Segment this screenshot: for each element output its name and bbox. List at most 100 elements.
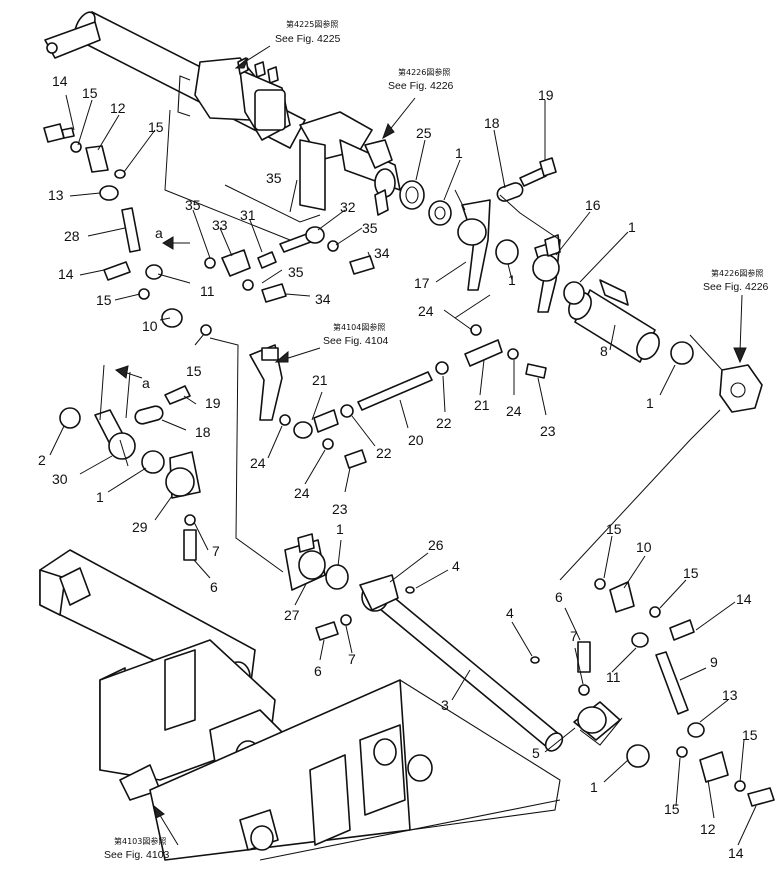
- callout-27: 27: [284, 607, 300, 623]
- callout-19: 19: [205, 395, 221, 411]
- callout-6: 6: [314, 663, 322, 679]
- lever-16: [532, 234, 561, 313]
- washer-24-upper: [470, 324, 482, 336]
- callout-7: 7: [570, 628, 578, 644]
- callout-18: 18: [195, 424, 211, 440]
- callout-7: 7: [212, 543, 220, 559]
- callout-2: 2: [38, 452, 46, 468]
- callout-15: 15: [664, 801, 680, 817]
- plate-18-upper: [496, 182, 524, 202]
- upper-shaft: [44, 11, 306, 149]
- callout-4: 4: [452, 558, 460, 574]
- ref-4103-jp: 第4103図参照: [114, 836, 166, 846]
- callout-34: 34: [374, 245, 390, 261]
- washer-15-b: [200, 324, 212, 336]
- callout-21: 21: [474, 397, 490, 413]
- bolt-6-left: [183, 529, 197, 561]
- callout-15: 15: [96, 292, 112, 308]
- callout-11: 11: [200, 283, 215, 299]
- key-4-right: [530, 656, 540, 664]
- callout-1: 1: [628, 219, 636, 235]
- right-bracket: [719, 364, 763, 413]
- bolt-6-mid: [315, 621, 339, 641]
- callout-35: 35: [362, 220, 378, 236]
- callout-5: 5: [532, 745, 540, 761]
- callout-a: a: [142, 375, 150, 391]
- callout-14: 14: [58, 266, 74, 282]
- callout-15: 15: [148, 119, 164, 135]
- callout-30: 30: [52, 471, 68, 487]
- washer-7-left: [184, 514, 196, 526]
- callout-15: 15: [82, 85, 98, 101]
- callout-1: 1: [96, 489, 104, 505]
- callout-20: 20: [408, 432, 424, 448]
- callout-13: 13: [722, 687, 738, 703]
- callout-1: 1: [455, 145, 463, 161]
- washer-24-mid: [322, 438, 334, 450]
- callout-23: 23: [332, 501, 348, 517]
- ref-4104-jp: 第4104図参照: [333, 322, 385, 332]
- callout-35: 35: [266, 170, 282, 186]
- callout-11: 11: [606, 669, 621, 685]
- callout-15: 15: [683, 565, 699, 581]
- ball-joint-group: [204, 226, 375, 303]
- leader-lines: [49, 45, 757, 846]
- washer-7-mid: [340, 614, 352, 626]
- bracket-27: [284, 533, 326, 591]
- bolt-23-right: [525, 363, 547, 379]
- bracket-29: [165, 451, 201, 499]
- lever-17: [457, 199, 491, 291]
- callout-22: 22: [436, 415, 452, 431]
- callout-17: 17: [414, 275, 430, 291]
- bushing-25: [399, 180, 425, 210]
- callout-4: 4: [506, 605, 514, 621]
- bolt-19-lower: [164, 385, 191, 405]
- collar-26: [359, 574, 399, 612]
- bushing-right-1b: [670, 341, 694, 365]
- left-rod-end-stack: [43, 123, 163, 280]
- callout-9: 9: [710, 654, 718, 670]
- reference-labels: 第4225図参照 See Fig. 4225 第4226図参照 See Fig.…: [104, 19, 769, 861]
- callout-29: 29: [132, 519, 148, 535]
- callout-24: 24: [418, 303, 434, 319]
- bolt-23-left: [344, 449, 367, 469]
- callout-6: 6: [555, 589, 563, 605]
- callout-1: 1: [508, 272, 516, 288]
- callout-23: 23: [540, 423, 556, 439]
- bushing-right-1a: [563, 281, 585, 305]
- callout-14: 14: [728, 845, 744, 861]
- callout-26: 26: [428, 537, 444, 553]
- lever-30: [94, 409, 136, 460]
- ref-4103-en: See Fig. 4103: [104, 849, 170, 861]
- callout-14: 14: [52, 73, 68, 89]
- ref-4104-en: See Fig. 4104: [323, 335, 389, 347]
- washer-15-mid: [138, 288, 150, 300]
- callout-3: 3: [441, 697, 449, 713]
- ref-4225-jp: 第4225図参照: [286, 19, 338, 29]
- bushing-upper-1: [428, 200, 452, 226]
- bolt-19-upper: [519, 157, 557, 187]
- callout-15: 15: [606, 521, 622, 537]
- callout-10: 10: [636, 539, 652, 555]
- lever-5: [573, 701, 621, 741]
- callout-25: 25: [416, 125, 432, 141]
- callout-a: a: [155, 225, 163, 241]
- callout-7: 7: [348, 651, 356, 667]
- washer-24-left: [279, 414, 291, 426]
- callout-15: 15: [186, 363, 202, 379]
- ref-4225-en: See Fig. 4225: [275, 33, 341, 45]
- callout-24: 24: [506, 403, 522, 419]
- callout-32: 32: [340, 199, 356, 215]
- bushing-mid: [495, 239, 519, 265]
- ref-4226a-en: See Fig. 4226: [388, 80, 454, 92]
- callout-numbers: 14 15 12 15 13 28 35 a 33 31 35 32 35 34…: [38, 73, 758, 861]
- callout-15: 15: [742, 727, 758, 743]
- callout-6: 6: [210, 579, 218, 595]
- callout-35: 35: [288, 264, 304, 280]
- base-frame: [39, 549, 561, 861]
- washer-7-right: [578, 684, 590, 696]
- rod-end-10: [161, 308, 183, 328]
- center-bracket: [249, 344, 283, 421]
- callout-24: 24: [294, 485, 310, 501]
